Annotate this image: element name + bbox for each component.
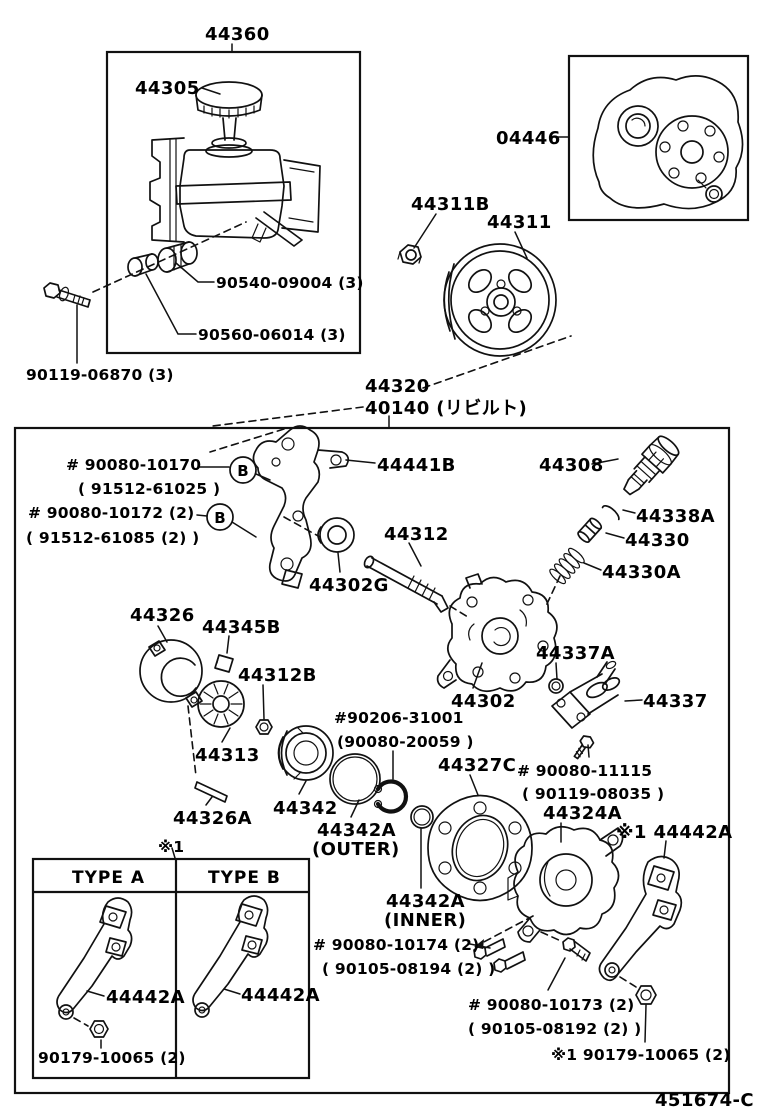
label-inner: (INNER) xyxy=(384,910,466,931)
connector-b-1: B xyxy=(229,456,257,484)
rear-housing-drawing xyxy=(507,825,624,943)
label-90540-09004: 90540-09004 (3) xyxy=(216,274,364,292)
label-44308: 44308 xyxy=(539,455,604,476)
reservoir-drawing xyxy=(149,81,321,247)
reservoir-bushing-large-drawing xyxy=(157,241,198,273)
label-44342: 44342 xyxy=(273,798,338,819)
rotor-nut-drawing xyxy=(255,719,273,735)
connector-b-1-label: B xyxy=(237,462,248,480)
oil-seal-drawing xyxy=(277,725,334,781)
label-type-b: TYPE B xyxy=(208,868,281,888)
label-44330a: 44330A xyxy=(602,562,681,583)
label-44311: 44311 xyxy=(487,212,552,233)
label-star1-44442a: ※1 44442A xyxy=(616,822,732,843)
union-bolt-drawing xyxy=(573,735,595,760)
label-44326: 44326 xyxy=(130,605,195,626)
reservoir-bushing-small-drawing xyxy=(127,253,159,277)
label-drawing-code: 451674-C xyxy=(655,1090,754,1111)
pulley-nut-drawing xyxy=(397,244,422,265)
label-44326a: 44326A xyxy=(173,808,252,829)
label-44342a-inner: 44342A xyxy=(386,891,465,912)
label-90080-11115: # 90080-11115 xyxy=(517,762,652,780)
gasket-kit-drawing xyxy=(592,75,744,210)
drive-shaft-drawing xyxy=(363,555,449,613)
cam-ring-drawing xyxy=(139,639,203,708)
label-44302: 44302 xyxy=(451,691,516,712)
label-44312b: 44312B xyxy=(238,665,317,686)
bearing-drawing xyxy=(317,517,355,553)
label-44324a: 44324A xyxy=(543,803,622,824)
label-90105-08192: ( 90105-08192 (2) ) xyxy=(468,1020,641,1038)
label-44338a: 44338A xyxy=(636,506,715,527)
key-drawing xyxy=(214,654,234,673)
snap-ring-drawing xyxy=(373,779,409,814)
label-44345b: 44345B xyxy=(202,617,281,638)
label-04446: 04446 xyxy=(496,128,561,149)
label-91512-61025: ( 91512-61025 ) xyxy=(78,480,220,498)
dashed-lines xyxy=(73,221,637,1027)
front-bracket-drawing xyxy=(252,425,350,589)
label-44337: 44337 xyxy=(643,691,708,712)
union-drawing xyxy=(551,660,621,729)
pump-housing-drawing xyxy=(436,573,558,693)
type-b-bracket-drawing xyxy=(192,895,269,1018)
label-44330: 44330 xyxy=(625,530,690,551)
label-90080-10170: # 90080-10170 xyxy=(66,456,201,474)
label-44342a-outer: 44342A xyxy=(317,820,396,841)
label-44311b: 44311B xyxy=(411,194,490,215)
label-type-a: TYPE A xyxy=(72,868,145,888)
valve-washer-drawing xyxy=(601,504,620,521)
inner-oring-drawing xyxy=(410,805,434,829)
label-90119-08035: ( 90119-08035 ) xyxy=(522,785,664,803)
label-44302g: 44302G xyxy=(309,575,389,596)
label-90080-20059: (90080-20059 ) xyxy=(337,733,474,751)
union-oring-drawing xyxy=(548,678,564,694)
rear-bracket-drawing xyxy=(598,855,683,1005)
main-assembly-box xyxy=(13,426,731,1095)
valve-spring-drawing xyxy=(549,547,585,585)
label-outer: (OUTER) xyxy=(312,839,400,860)
connector-b-2: B xyxy=(206,503,234,531)
label-90105-08194: ( 90105-08194 (2) ) xyxy=(322,960,495,978)
label-90206-31001: #90206-31001 xyxy=(334,709,464,727)
label-44327c: 44327C xyxy=(438,755,516,776)
reservoir-bolt-drawing xyxy=(43,282,91,308)
side-plate-drawing xyxy=(427,794,533,902)
label-90080-10174: # 90080-10174 (2) xyxy=(313,936,479,954)
outer-oring-drawing xyxy=(329,753,381,805)
label-40140: 40140 (リビルト) xyxy=(365,398,527,419)
rotor-drawing xyxy=(197,680,245,728)
label-44442a-type-b: 44442A xyxy=(241,985,320,1006)
type-table xyxy=(31,847,311,1080)
label-90119-06870: 90119-06870 (3) xyxy=(26,366,174,384)
pulley-drawing xyxy=(443,243,557,357)
gasket-kit-box xyxy=(567,54,750,222)
label-star1-90179: ※1 90179-10065 (2) xyxy=(551,1046,730,1064)
reservoir-kit-box xyxy=(105,50,362,355)
label-44441b: 44441B xyxy=(377,455,456,476)
leader-lines xyxy=(76,43,667,1049)
label-star1-note: ※1 xyxy=(158,838,184,856)
part-labels: 44360 44305 90540-09004 (3) 90560-06014 … xyxy=(26,24,754,1111)
label-44305: 44305 xyxy=(135,78,200,99)
label-44337a: 44337A xyxy=(536,643,615,664)
spring-seat-drawing xyxy=(577,517,603,543)
connector-b-2-label: B xyxy=(214,509,225,527)
label-91512-61085: ( 91512-61085 (2) ) xyxy=(26,529,199,547)
label-90179-type-a: 90179-10065 (2) xyxy=(38,1049,186,1067)
relief-valve-drawing xyxy=(623,435,680,496)
label-90080-10172: # 90080-10172 (2) xyxy=(28,504,194,522)
type-a-bracket-drawing xyxy=(56,897,133,1038)
pin-drawing xyxy=(194,781,228,803)
label-44320: 44320 xyxy=(365,376,430,397)
label-90560-06014: 90560-06014 (3) xyxy=(198,326,346,344)
label-90080-10173: # 90080-10173 (2) xyxy=(468,996,634,1014)
label-44360: 44360 xyxy=(205,24,270,45)
label-44313: 44313 xyxy=(195,745,260,766)
label-44312: 44312 xyxy=(384,524,449,545)
label-44442a-type-a: 44442A xyxy=(106,987,185,1008)
